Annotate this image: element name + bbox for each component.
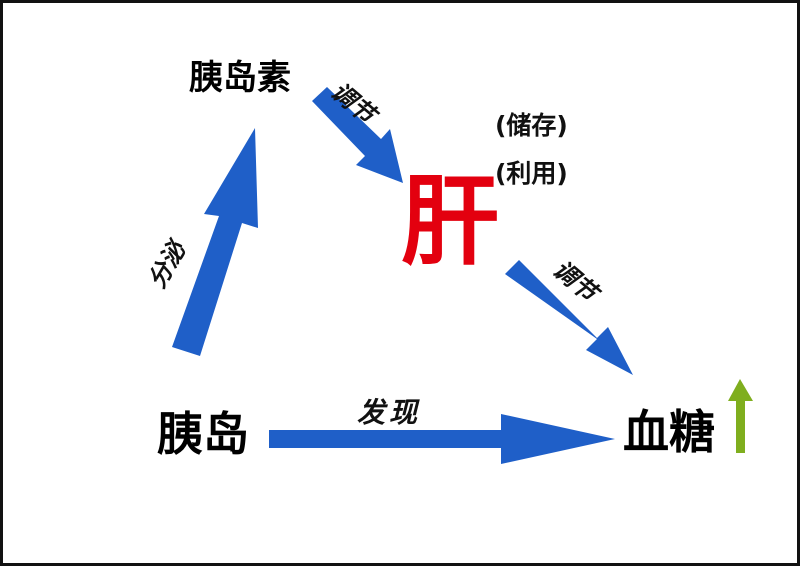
node-liver: 肝 xyxy=(401,165,500,279)
node-blood-sugar: 血糖 xyxy=(623,405,715,459)
arrows-layer xyxy=(172,87,753,464)
liver-note-store: (储存) xyxy=(495,111,568,140)
node-pancreas: 胰岛 xyxy=(157,407,249,461)
arrow-pancreas-to-sugar xyxy=(269,414,615,464)
edge-label-detect: 发现 xyxy=(357,396,422,429)
arrow-pancreas-to-insulin xyxy=(172,128,258,356)
arrow-liver-to-sugar xyxy=(505,260,633,375)
arrow-insulin-to-liver xyxy=(312,87,403,183)
up-arrow-icon xyxy=(728,379,753,453)
node-insulin: 胰岛素 xyxy=(189,58,291,98)
liver-note-use: (利用) xyxy=(495,159,568,188)
